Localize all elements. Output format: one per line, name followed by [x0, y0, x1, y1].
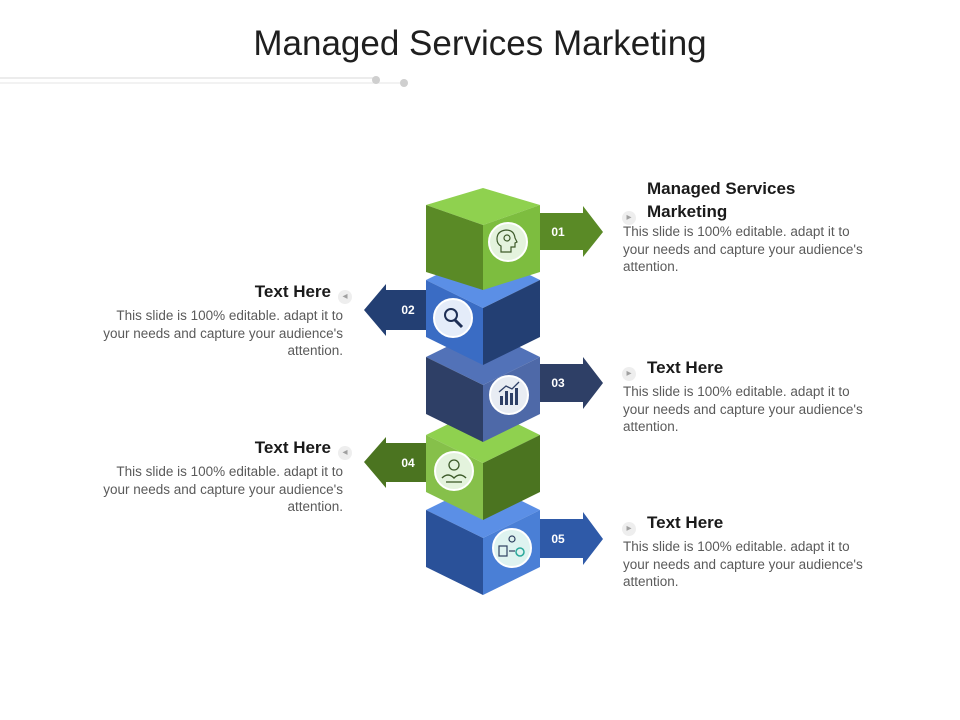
step-arrow-02: [364, 284, 430, 336]
step-arrow-05: [540, 512, 603, 565]
step-05-description: This slide is 100% editable. adapt it to…: [623, 539, 863, 589]
step-arrow-03: [540, 357, 603, 409]
step-arrow-01: [540, 206, 603, 257]
decorative-line: [0, 76, 408, 87]
handshake-icon: [434, 451, 474, 491]
step-03-heading: Text Here: [647, 358, 724, 377]
step-number-04: 04: [401, 456, 415, 470]
magnifier-icon: [433, 298, 473, 338]
step-number-03: 03: [551, 376, 565, 390]
step-01-text-block: Managed Services Marketing This slide is…: [623, 177, 863, 276]
step-number-05: 05: [551, 532, 565, 546]
team-analytics-icon: [492, 528, 532, 568]
step-arrow-04: [364, 437, 430, 488]
step-04-description: This slide is 100% editable. adapt it to…: [103, 464, 343, 514]
step-03-description: This slide is 100% editable. adapt it to…: [623, 384, 863, 434]
chevron-left-icon: ◂: [338, 446, 352, 460]
chevron-right-icon: ▸: [622, 522, 636, 536]
chart-icon: [489, 375, 529, 415]
chevron-right-icon: ▸: [622, 367, 636, 381]
step-number-01: 01: [551, 225, 565, 239]
page-title: Managed Services Marketing: [253, 24, 707, 63]
step-04-heading: Text Here: [254, 438, 331, 457]
chevron-right-icon: ▸: [622, 211, 636, 225]
step-02-text-block: Text Here This slide is 100% editable. a…: [93, 280, 343, 360]
step-01-heading: Managed Services Marketing: [647, 179, 796, 221]
step-02-description: This slide is 100% editable. adapt it to…: [103, 308, 343, 358]
step-05-text-block: Text Here This slide is 100% editable. a…: [623, 511, 863, 591]
step-04-text-block: Text Here This slide is 100% editable. a…: [93, 436, 343, 516]
step-number-02: 02: [401, 303, 415, 317]
step-03-text-block: Text Here This slide is 100% editable. a…: [623, 356, 863, 436]
step-05-heading: Text Here: [647, 513, 724, 532]
chevron-left-icon: ◂: [338, 290, 352, 304]
step-02-heading: Text Here: [254, 282, 331, 301]
head-gear-icon: [488, 222, 528, 262]
step-01-description: This slide is 100% editable. adapt it to…: [623, 224, 863, 274]
